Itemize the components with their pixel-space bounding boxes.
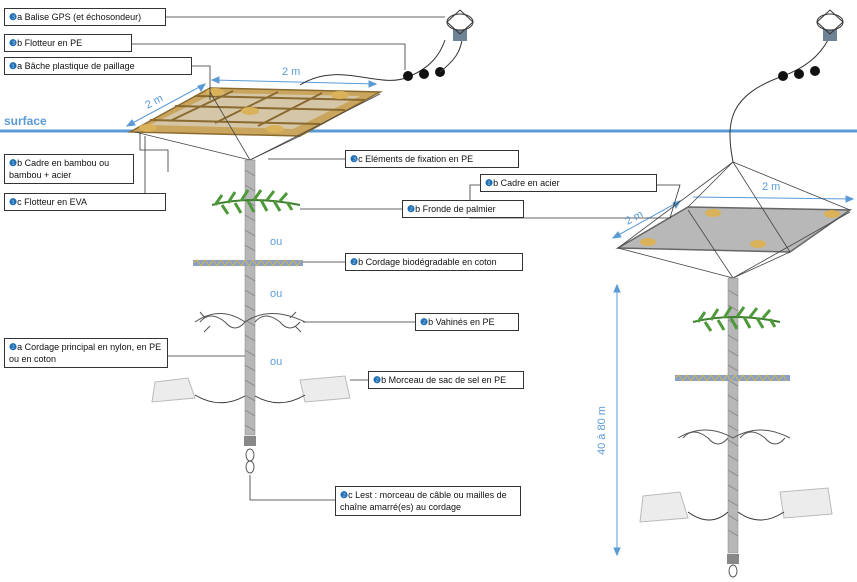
label-gps-buoy: ❸a Balise GPS (et échosondeur): [4, 8, 166, 26]
dimension-arrows-right: [611, 195, 855, 557]
label-palm-frond: ❷b Fronde de palmier: [402, 200, 524, 218]
bamboo-raft: [127, 87, 383, 137]
depth-range-label: 40 à 80 m: [596, 406, 608, 455]
or-label-1: ou: [270, 236, 283, 248]
dimension-width-left: 2 m: [282, 66, 301, 78]
steel-raft: [615, 206, 853, 253]
label-cotton-rope: ❷b Cordage biodégradable en coton: [345, 253, 523, 271]
label-pe-float: ❸b Flotteur en PE: [4, 34, 132, 52]
vahine-right: [677, 429, 791, 445]
salt-bag-pieces-right: [639, 487, 833, 523]
ballast-chain-right: [727, 554, 739, 578]
surface-label: surface: [4, 114, 47, 128]
leader-lines: [132, 16, 681, 501]
label-plastic-tarp: ❶a Bâche plastique de paillage: [4, 57, 192, 75]
main-rope-right: [727, 277, 739, 554]
vahine-left: [194, 311, 306, 333]
cotton-rope-right: [674, 374, 790, 382]
bridle-lines-right: [617, 161, 851, 279]
label-main-rope: ❷a Cordage principal en nylon, en PE ou …: [4, 338, 168, 368]
main-rope-left: [244, 159, 256, 436]
label-ballast: ❷c Lest : morceau de câble ou mailles de…: [335, 486, 521, 516]
salt-bag-pieces-left: [151, 375, 351, 404]
or-label-2: ou: [270, 288, 283, 300]
gps-buoy-right: [729, 9, 844, 163]
label-fixation-elements: ❸c Eléments de fixation en PE: [345, 150, 519, 168]
gps-buoy-left: [299, 9, 474, 86]
dimension-width-right: 2 m: [762, 181, 781, 193]
ballast-chain-left: [244, 436, 256, 474]
cotton-rope-left: [192, 259, 303, 267]
palm-frond-right: [692, 306, 781, 332]
palm-frond-left: [211, 189, 301, 215]
or-label-3: ou: [270, 356, 283, 368]
label-eva-float: ❶c Flotteur en EVA: [4, 193, 166, 211]
dimension-arrows-left: [125, 76, 378, 127]
label-bamboo-frame: ❶b Cadre en bambou ou bambou + acier: [4, 154, 134, 184]
label-steel-frame: ❶b Cadre en acier: [480, 174, 657, 192]
label-vahine: ❷b Vahinés en PE: [415, 313, 519, 331]
label-salt-bag: ❷b Morceau de sac de sel en PE: [368, 371, 524, 389]
bridle-lines-left: [134, 91, 381, 161]
